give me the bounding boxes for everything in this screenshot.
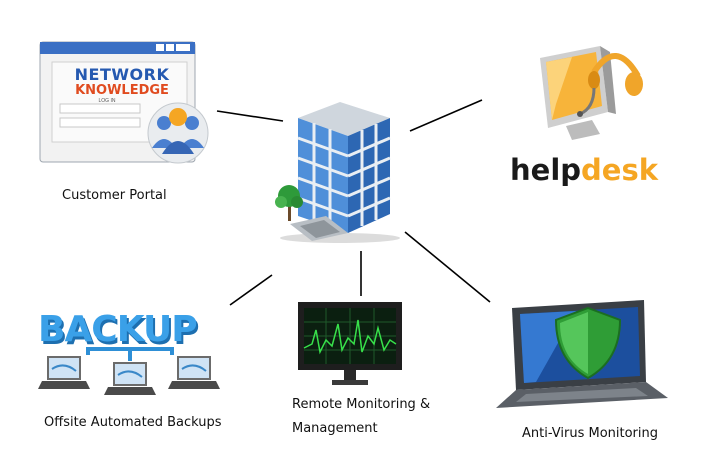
- antivirus-label: Anti-Virus Monitoring: [522, 426, 658, 441]
- portal-login-heading: LOG IN: [98, 98, 116, 104]
- portal-window-icon: [38, 40, 218, 165]
- helpdesk-wordmark: helpdesk: [510, 153, 658, 187]
- helpdesk-word-dark: help: [510, 153, 582, 187]
- portal-label: Customer Portal: [62, 188, 167, 203]
- connector-backup: [229, 274, 273, 306]
- laptop-shield-icon: [496, 298, 672, 410]
- monitor-headset-icon: [536, 42, 656, 147]
- portal-logo-line1: NETWORK: [74, 65, 170, 84]
- monitoring-label-line2: Management: [292, 421, 378, 436]
- connector-helpdesk: [409, 99, 483, 132]
- monitoring-label-line1: Remote Monitoring &: [292, 397, 431, 412]
- office-building-icon: [270, 98, 415, 243]
- connector-portal: [216, 110, 284, 122]
- connector-antivirus: [404, 231, 491, 303]
- portal-logo-line2: KNOWLEDGE: [75, 83, 169, 98]
- backup-wordmark: BACKUP: [38, 309, 198, 350]
- backup-label: Offsite Automated Backups: [44, 415, 222, 430]
- laptops-network-icon: [38, 345, 228, 405]
- monitor-graph-icon: [296, 300, 406, 388]
- helpdesk-word-accent: desk: [581, 153, 658, 187]
